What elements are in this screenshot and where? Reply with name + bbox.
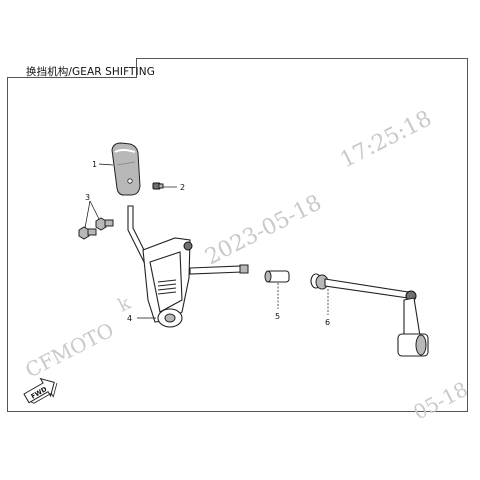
output-arm: [397, 297, 429, 357]
leader-3b: [84, 200, 91, 229]
forward-arrow-icon: FWD: [23, 377, 58, 404]
mounting-bolts: [78, 217, 114, 240]
watermark-date: 2023-05-18: [201, 190, 325, 270]
callout-4: 4: [127, 314, 132, 323]
linkage-rod: [324, 278, 417, 302]
callout-1: 1: [92, 160, 97, 169]
diagram-title: 换挡机构/GEAR SHIFTING: [26, 66, 155, 78]
title-tab: [7, 58, 137, 78]
callout-6: 6: [325, 318, 330, 327]
leader-3a: [89, 200, 100, 220]
callout-5: 5: [275, 312, 280, 321]
rod-sleeve: [264, 270, 290, 283]
shift-knob: [111, 142, 141, 196]
watermark-brand-fragment: k: [115, 292, 135, 316]
diagram-frame: [7, 58, 468, 412]
watermark-time: 17:25:18: [336, 106, 435, 173]
shift-rod: [189, 264, 249, 275]
watermark-brand: CFMOTO: [21, 318, 117, 383]
callout-3: 3: [85, 193, 90, 202]
shift-lever-assembly: [127, 205, 193, 328]
callout-2: 2: [180, 183, 185, 192]
knob-set-screw: [152, 182, 164, 190]
watermark-corner-date: 05-18: [409, 377, 471, 425]
leader-1: [98, 163, 114, 166]
